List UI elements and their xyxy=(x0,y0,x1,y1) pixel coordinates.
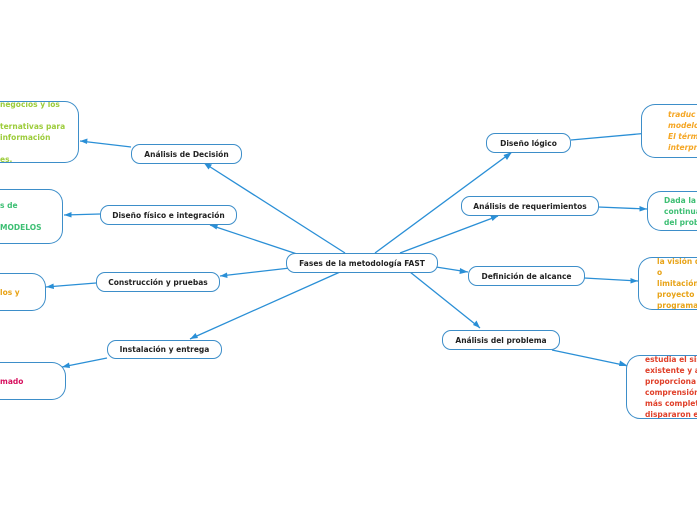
arrowhead-problema xyxy=(473,320,480,328)
leaf-construccion[interactable]: los y xyxy=(0,273,46,311)
leaf-text-line: limitación xyxy=(657,279,697,288)
leaf-text-line: MODELOS xyxy=(0,223,42,232)
leaf-text-line: estudia el sis xyxy=(645,355,697,364)
branch-label: Análisis del problema xyxy=(455,335,547,345)
leaf-requerimientos[interactable]: Dada lacontinuadel prob xyxy=(647,191,697,231)
leaf-problema[interactable]: estudia el sis existente y a proporciona a… xyxy=(626,355,697,419)
leaf-text-line xyxy=(0,143,78,154)
branch-requerimientos[interactable]: Análisis de requerimientos xyxy=(461,196,599,216)
connector-requerimientos-leaf xyxy=(597,206,648,210)
arrowhead-instalacion-leaf xyxy=(62,362,70,368)
center-node[interactable]: Fases de la metodología FAST xyxy=(286,253,438,273)
branch-label: Análisis de requerimientos xyxy=(473,201,587,211)
connector-center-diseno-logico xyxy=(374,151,513,254)
arrowhead-construccion-leaf xyxy=(46,283,54,289)
leaf-diseno-fisico[interactable]: s de MODELOS xyxy=(0,189,63,244)
leaf-text-line: mado xyxy=(0,376,24,386)
branch-analisis-decision[interactable]: Análisis de Decisión xyxy=(131,144,242,164)
leaf-text-line: programa xyxy=(657,301,697,310)
branch-label: Diseño lógico xyxy=(500,138,557,148)
leaf-text-line: o xyxy=(657,268,663,277)
connector-center-construccion xyxy=(219,267,291,277)
arrowhead-alcance xyxy=(459,268,468,274)
arrowhead-decision-leaf xyxy=(80,138,88,144)
leaf-text-line xyxy=(0,110,78,121)
arrowhead-decision xyxy=(204,163,212,170)
branch-diseno-fisico[interactable]: Diseño físico e integración xyxy=(100,205,237,225)
connector-center-requerimientos xyxy=(399,215,499,254)
connector-center-decision xyxy=(203,162,346,254)
leaf-text-line: la visión d xyxy=(657,257,697,266)
leaf-text-line: continua xyxy=(664,206,697,216)
leaf-alcance[interactable]: la visión d o limitación proyecto y programa xyxy=(638,257,697,310)
leaf-decision[interactable]: negocios y los ternativas para informació… xyxy=(0,101,79,163)
leaf-text-line: proyecto y xyxy=(657,290,697,299)
leaf-text-line: los y xyxy=(0,287,20,297)
arrowhead-instalacion xyxy=(190,333,198,339)
arrowhead-construccion xyxy=(220,272,228,278)
arrowhead-diseno-fisico-leaf xyxy=(64,212,72,218)
leaf-text-line: Dada la xyxy=(664,195,696,205)
branch-label: Definición de alcance xyxy=(481,271,572,281)
leaf-text-line: más completa xyxy=(645,399,697,408)
leaf-text-line: comprensión xyxy=(645,388,697,397)
leaf-text-line: existente y a xyxy=(645,366,697,375)
connector-problema-leaf xyxy=(551,349,629,367)
arrowhead-diseno-fisico xyxy=(210,224,218,230)
leaf-text-line: El térm xyxy=(668,132,697,141)
branch-label: Análisis de Decisión xyxy=(144,149,229,159)
branch-label: Construcción y pruebas xyxy=(108,277,208,287)
branch-construccion[interactable]: Construcción y pruebas xyxy=(96,272,220,292)
leaf-text-line: información xyxy=(0,133,51,142)
leaf-text-line: proporciona a xyxy=(645,377,697,386)
leaf-text-line: traduc xyxy=(668,110,696,119)
leaf-text-line: ternativas para xyxy=(0,122,66,131)
leaf-text-line: es. xyxy=(0,155,13,163)
leaf-text-line: dispararon el xyxy=(645,410,697,419)
leaf-text-line: modelo xyxy=(668,121,697,130)
connector-center-instalacion xyxy=(189,271,341,340)
leaf-diseno-logico[interactable]: traduc modelo El térm interpre xyxy=(641,104,697,158)
connector-center-problema xyxy=(409,271,481,329)
center-node-label: Fases de la metodología FAST xyxy=(299,258,425,268)
branch-diseno-logico[interactable]: Diseño lógico xyxy=(486,133,571,153)
branch-problema[interactable]: Análisis del problema xyxy=(442,330,560,350)
arrowhead-problema-leaf xyxy=(619,360,628,366)
leaf-text-line: del prob xyxy=(664,217,697,227)
connector-diseno-logico-leaf xyxy=(570,132,650,141)
branch-label: Diseño físico e integración xyxy=(112,210,225,220)
leaf-text-line: interpre xyxy=(668,143,697,152)
arrowhead-requerimientos-leaf xyxy=(639,206,647,212)
leaf-instalacion[interactable]: mado xyxy=(0,362,66,400)
branch-alcance[interactable]: Definición de alcance xyxy=(468,266,585,286)
leaf-text-line: negocios y los xyxy=(0,101,60,109)
arrowhead-requerimientos xyxy=(490,216,498,221)
leaf-text-line xyxy=(0,211,62,222)
connector-center-diseno-fisico xyxy=(209,224,301,256)
arrowhead-diseno-logico xyxy=(503,152,512,160)
branch-instalacion[interactable]: Instalación y entrega xyxy=(107,340,222,359)
connector-construccion-leaf xyxy=(45,282,97,288)
leaf-text-line: s de xyxy=(0,201,18,210)
connector-alcance-leaf xyxy=(583,277,639,282)
connector-decision-leaf xyxy=(79,140,132,148)
arrowhead-alcance-leaf xyxy=(630,278,638,284)
branch-label: Instalación y entrega xyxy=(119,345,210,354)
